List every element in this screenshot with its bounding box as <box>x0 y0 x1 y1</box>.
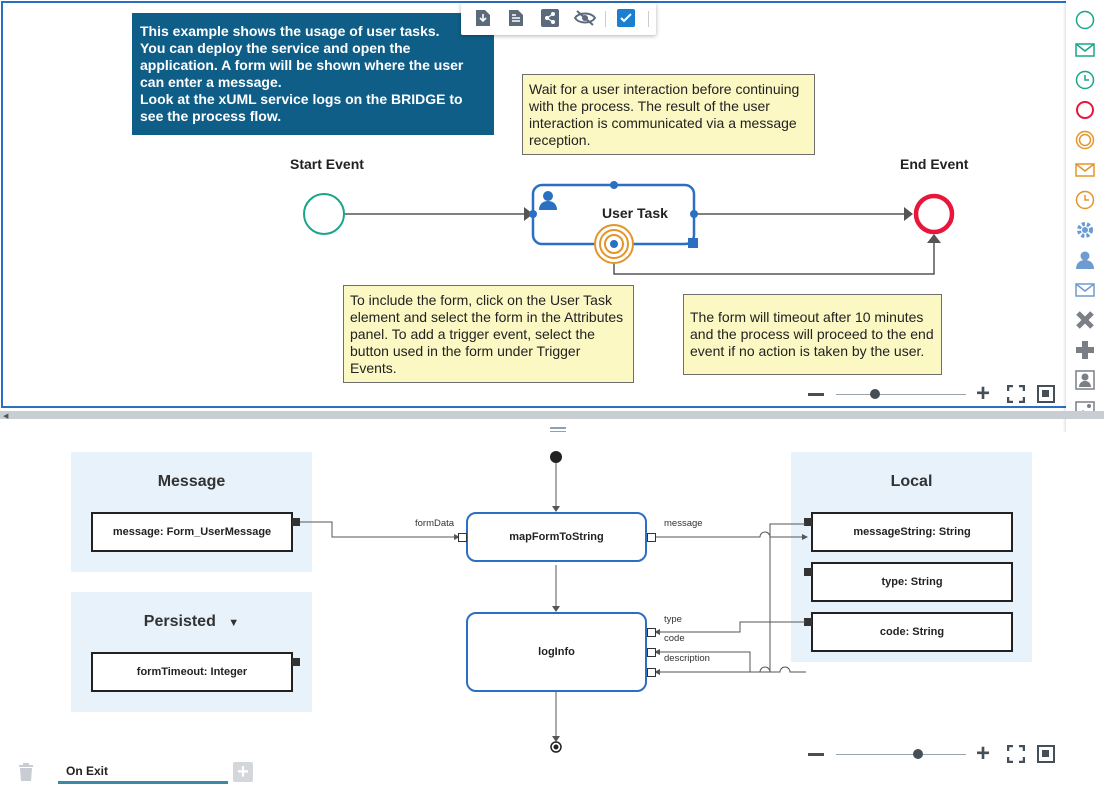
user-lane-icon[interactable] <box>1075 370 1095 390</box>
input-port[interactable] <box>804 518 812 526</box>
share-icon[interactable] <box>540 9 560 29</box>
mapping-connectors <box>300 451 808 753</box>
hide-icon[interactable] <box>573 9 597 29</box>
input-port[interactable] <box>647 628 656 637</box>
description-label: description <box>664 653 710 664</box>
element-palette: T « <box>1066 0 1104 500</box>
log-info-action[interactable]: logInfo <box>466 612 647 692</box>
task-handle <box>529 210 537 218</box>
start-event[interactable] <box>303 193 345 235</box>
wait-note[interactable]: Wait for a user interaction before conti… <box>522 74 815 155</box>
formdata-label: formData <box>415 518 455 529</box>
timer-boundary-event[interactable] <box>594 224 634 264</box>
local-variable[interactable]: code: String <box>811 612 1013 652</box>
message-intermediate-icon[interactable] <box>1075 160 1095 180</box>
zoom-out-icon[interactable] <box>808 393 824 396</box>
exclusive-gateway-icon[interactable] <box>1075 310 1095 330</box>
output-port[interactable] <box>647 533 656 542</box>
tab-on-exit[interactable]: On Exit <box>58 760 228 784</box>
end-event-icon[interactable] <box>1075 100 1095 120</box>
service-task-icon[interactable] <box>1075 220 1095 240</box>
user-task-label: User Task <box>602 205 668 221</box>
user-icon <box>539 191 557 210</box>
intro-note[interactable]: This example shows the usage of user tas… <box>132 13 494 135</box>
intermediate-event-icon[interactable] <box>1075 130 1095 150</box>
timeout-note[interactable]: The form will timeout after 10 minutes a… <box>683 294 942 375</box>
scroll-left-icon[interactable]: ◀ <box>3 413 9 420</box>
persisted-panel-header: Persisted ▼ <box>71 613 312 631</box>
message-panel-title: Message <box>157 473 226 490</box>
zoom-in-icon[interactable]: + <box>976 740 991 767</box>
output-port[interactable] <box>804 618 812 626</box>
task-handle <box>610 181 618 189</box>
actual-size-icon[interactable] <box>1037 385 1055 403</box>
start-event-icon[interactable] <box>1075 10 1095 30</box>
timer-start-icon[interactable] <box>1075 70 1095 90</box>
actual-size-icon[interactable] <box>1037 745 1055 763</box>
fit-screen-icon[interactable] <box>1007 385 1025 403</box>
sequence-flow-arrow <box>524 207 533 221</box>
task-handle <box>690 210 698 218</box>
message-variable[interactable]: message: Form_UserMessage <box>91 512 293 552</box>
map-form-action[interactable]: mapFormToString <box>466 512 647 562</box>
parallel-gateway-icon[interactable] <box>1075 340 1095 360</box>
local-panel[interactable]: Local messageString: String type: String… <box>791 452 1032 662</box>
output-port[interactable] <box>292 518 300 526</box>
download-icon[interactable] <box>473 9 493 29</box>
zoom-slider[interactable] <box>836 394 966 395</box>
start-event-label: Start Event <box>290 156 364 172</box>
fit-screen-icon[interactable] <box>1007 745 1025 763</box>
zoom-slider-knob[interactable] <box>912 749 923 759</box>
end-event[interactable] <box>913 193 955 235</box>
local-panel-title: Local <box>890 473 933 490</box>
output-port[interactable] <box>292 658 300 666</box>
initial-node <box>550 451 562 463</box>
input-port[interactable] <box>647 648 656 657</box>
message-label: message <box>664 518 703 529</box>
message-panel[interactable]: Message message: Form_UserMessage <box>71 452 312 572</box>
trash-icon[interactable] <box>17 763 35 781</box>
code-label: code <box>664 633 685 644</box>
output-port[interactable] <box>804 568 812 576</box>
local-variable[interactable]: type: String <box>811 562 1013 602</box>
type-label: type <box>664 614 682 625</box>
zoom-slider-knob[interactable] <box>870 389 880 399</box>
sequence-flow-arrow <box>904 207 913 221</box>
persisted-variable[interactable]: formTimeout: Integer <box>91 652 293 692</box>
zoom-controls-top: + <box>808 380 1058 407</box>
add-tab-button[interactable]: + <box>233 762 253 782</box>
input-port[interactable] <box>647 668 656 677</box>
timer-intermediate-icon[interactable] <box>1075 190 1095 210</box>
message-start-icon[interactable] <box>1075 40 1095 60</box>
document-icon[interactable] <box>506 9 526 29</box>
canvas-toolbar <box>461 3 656 35</box>
process-diagram <box>303 181 955 275</box>
user-task-icon[interactable] <box>1075 250 1095 270</box>
resize-handle <box>688 238 698 248</box>
pane-splitter[interactable] <box>0 411 1104 419</box>
toolbar-divider <box>605 11 606 27</box>
toolbar-divider <box>648 11 649 27</box>
include-form-note[interactable]: To include the form, click on the User T… <box>343 285 634 383</box>
persisted-panel-title: Persisted <box>143 613 216 630</box>
caret-down-icon[interactable]: ▼ <box>228 617 240 629</box>
send-task-icon[interactable] <box>1075 280 1095 300</box>
local-variable[interactable]: messageString: String <box>811 512 1013 552</box>
zoom-in-icon[interactable]: + <box>976 380 991 407</box>
input-port[interactable] <box>458 533 467 542</box>
zoom-slider[interactable] <box>836 754 966 755</box>
timeout-flow-arrow <box>927 234 941 243</box>
end-event-label: End Event <box>900 156 969 172</box>
zoom-controls-bottom: + <box>808 740 1058 767</box>
persisted-panel[interactable]: Persisted ▼ formTimeout: Integer <box>71 592 312 712</box>
checkbox-icon[interactable] <box>616 9 636 29</box>
zoom-out-icon[interactable] <box>808 753 824 756</box>
